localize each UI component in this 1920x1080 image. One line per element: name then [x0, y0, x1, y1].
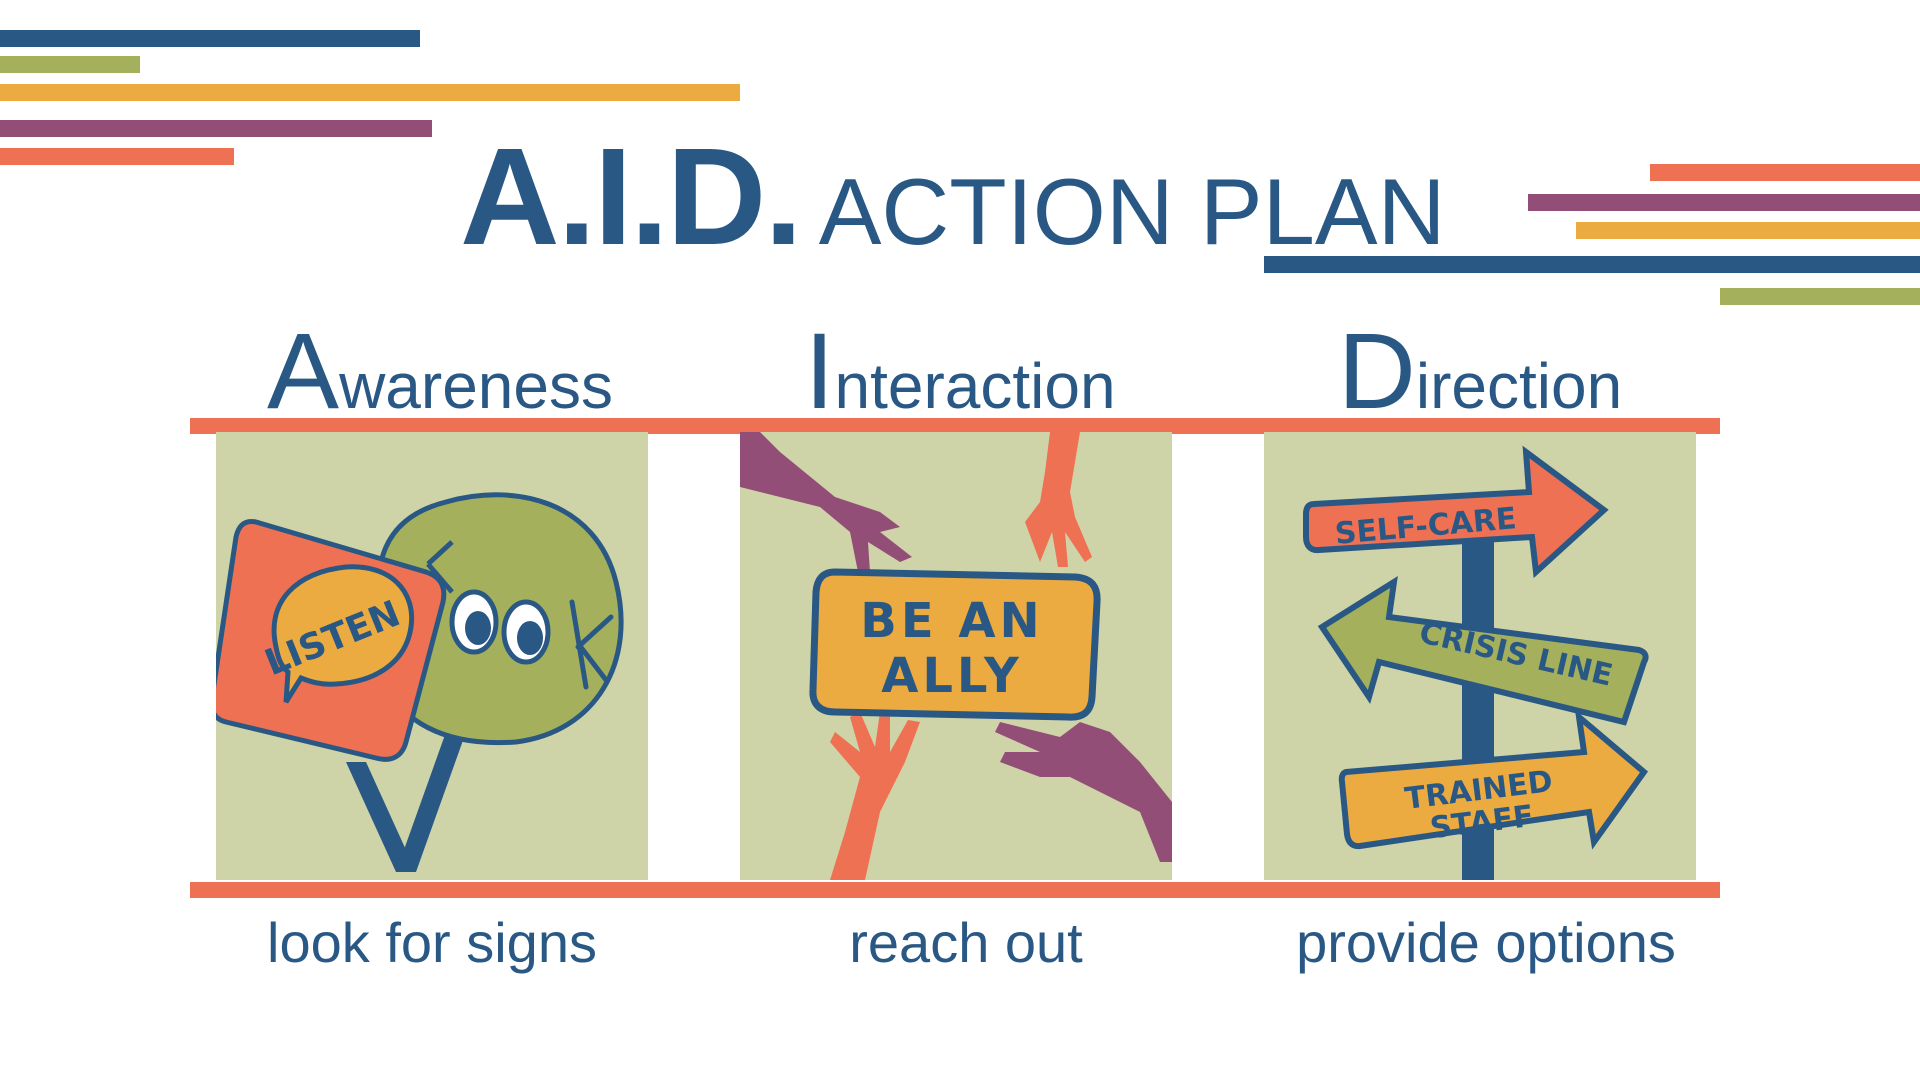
- decor-stripe-navy-left: [0, 30, 420, 47]
- panel-interaction: BE AN ALLY: [740, 432, 1172, 880]
- decor-stripe-navy-right: [1264, 256, 1920, 273]
- look-label: LOOK: [442, 620, 591, 676]
- decor-stripe-coral-right: [1650, 164, 1920, 181]
- panel-awareness: LISTEN LOOK: [216, 432, 648, 880]
- caption-direction: provide options: [1296, 911, 1676, 974]
- caption-interaction: reach out: [849, 911, 1083, 974]
- decor-stripe-purple-left: [0, 120, 432, 137]
- title-acronym: A.I.D.: [460, 120, 803, 274]
- heading-awareness-rest: wareness: [339, 350, 613, 422]
- heading-awareness: Awareness: [230, 308, 650, 431]
- caption-awareness: look for signs: [267, 911, 597, 974]
- decor-stripe-green-right: [1720, 288, 1920, 305]
- ally-sign-line2: ALLY: [881, 648, 1023, 704]
- heading-awareness-initial: A: [267, 310, 340, 431]
- listen-look-signs-icon: LISTEN LOOK: [216, 492, 624, 872]
- decor-stripe-coral-left: [0, 148, 234, 165]
- heading-interaction-initial: I: [804, 310, 835, 431]
- heading-interaction-rest: nteraction: [834, 350, 1116, 422]
- decor-stripe-orange-left: [0, 84, 740, 101]
- top-rule: [190, 418, 1720, 434]
- decor-stripe-green-left: [0, 56, 140, 73]
- signpost-icon: SELF-CARE CRISIS LINE TRAINED STAFF: [1303, 445, 1649, 880]
- heading-direction-rest: irection: [1415, 350, 1623, 422]
- heading-interaction: Interaction: [740, 308, 1180, 431]
- title-rest: ACTION PLAN: [818, 159, 1446, 264]
- heading-direction-initial: D: [1337, 310, 1416, 431]
- decor-stripe-orange-right: [1576, 222, 1920, 239]
- bottom-rule: [190, 882, 1720, 898]
- decor-stripe-purple-right: [1528, 194, 1920, 211]
- ally-sign-line1: BE AN: [860, 593, 1043, 649]
- page-title: A.I.D.ACTION PLAN: [460, 118, 1560, 274]
- reaching-hands-icon: BE AN ALLY: [740, 432, 1172, 880]
- panel-direction: SELF-CARE CRISIS LINE TRAINED STAFF: [1264, 432, 1696, 880]
- heading-direction: Direction: [1270, 308, 1690, 431]
